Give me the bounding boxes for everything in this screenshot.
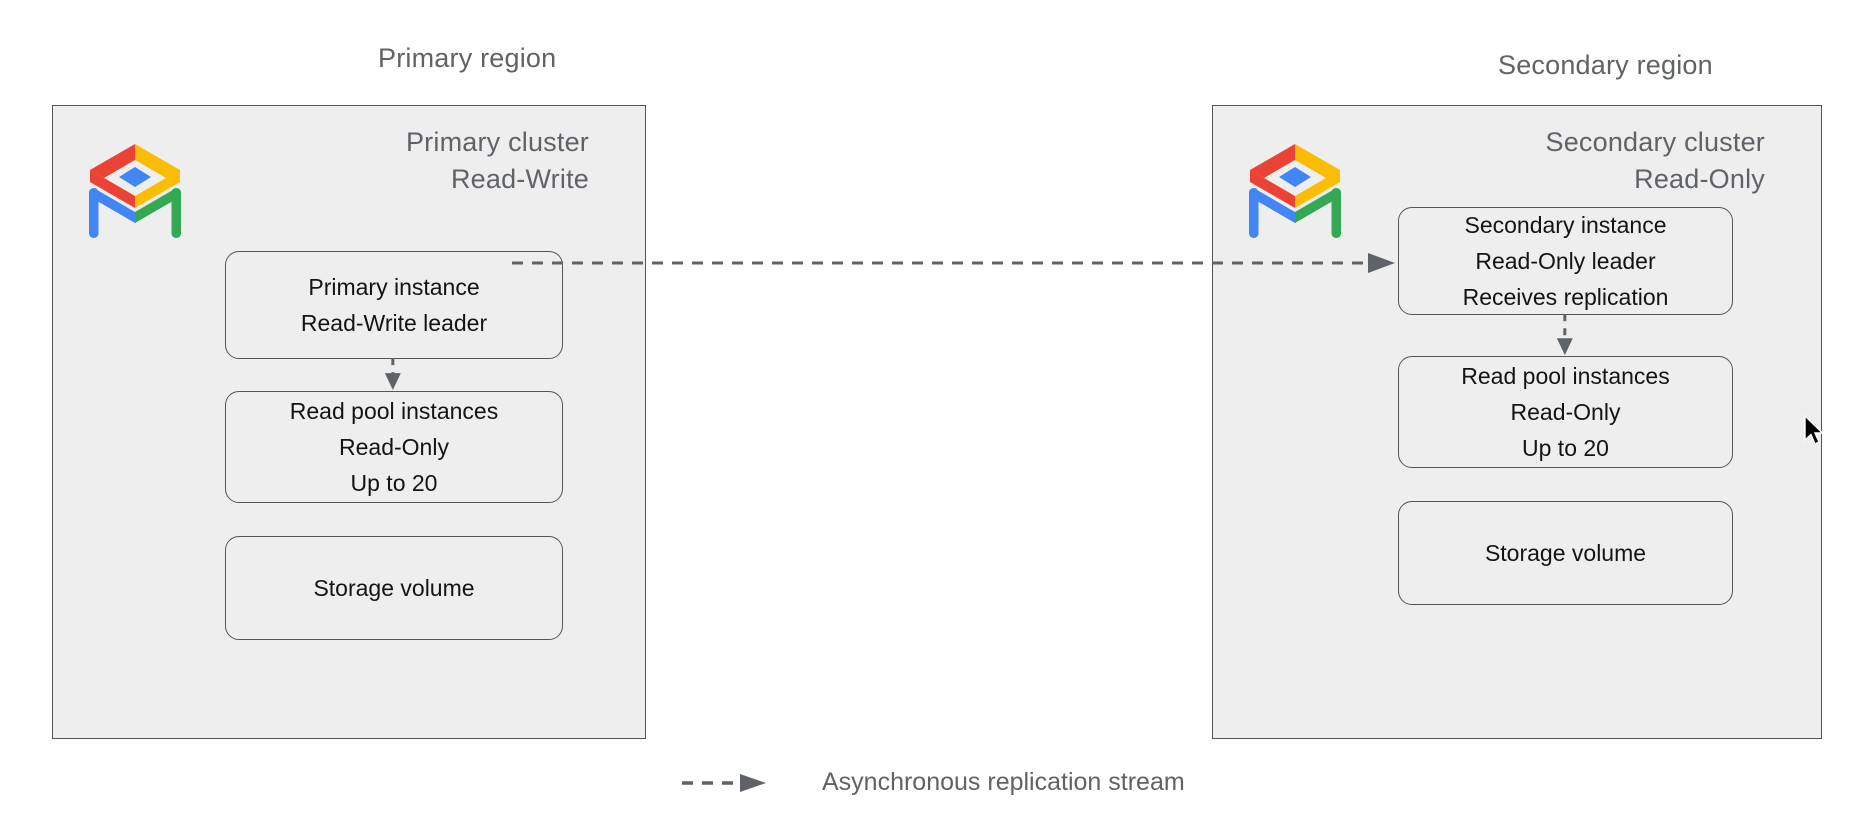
secondary-cluster-title: Secondary cluster Read-Only (1545, 127, 1765, 194)
node-primary-instance[interactable]: Primary instance Read-Write leader (225, 251, 563, 359)
node-secondary-storage-volume[interactable]: Storage volume (1398, 501, 1733, 605)
alloydb-logo (1249, 144, 1341, 238)
node-primary-storage-volume[interactable]: Storage volume (225, 536, 563, 640)
primary-cluster-panel[interactable]: Primary cluster Read-Write Primary insta… (52, 105, 646, 739)
node-secondary-read-pool[interactable]: Read pool instances Read-Only Up to 20 (1398, 356, 1733, 468)
legend-label-async-replication: Asynchronous replication stream (822, 768, 1185, 796)
dashed-arrow-icon (682, 773, 766, 792)
legend: Asynchronous replication stream (682, 768, 1185, 797)
primary-region-title: Primary region (378, 43, 557, 73)
arrow-primary-instance-to-readpool (384, 358, 401, 391)
secondary-cluster-panel[interactable]: Secondary cluster Read-Only Secondary in… (1212, 105, 1822, 739)
node-primary-read-pool[interactable]: Read pool instances Read-Only Up to 20 (225, 391, 563, 503)
primary-cluster-title: Primary cluster Read-Write (405, 127, 589, 194)
arrow-secondary-instance-to-readpool (1556, 314, 1573, 356)
mouse-cursor (1804, 415, 1825, 445)
node-secondary-instance[interactable]: Secondary instance Read-Only leader Rece… (1398, 207, 1733, 315)
alloydb-logo (89, 144, 181, 238)
secondary-region-title: Secondary region (1498, 50, 1713, 80)
